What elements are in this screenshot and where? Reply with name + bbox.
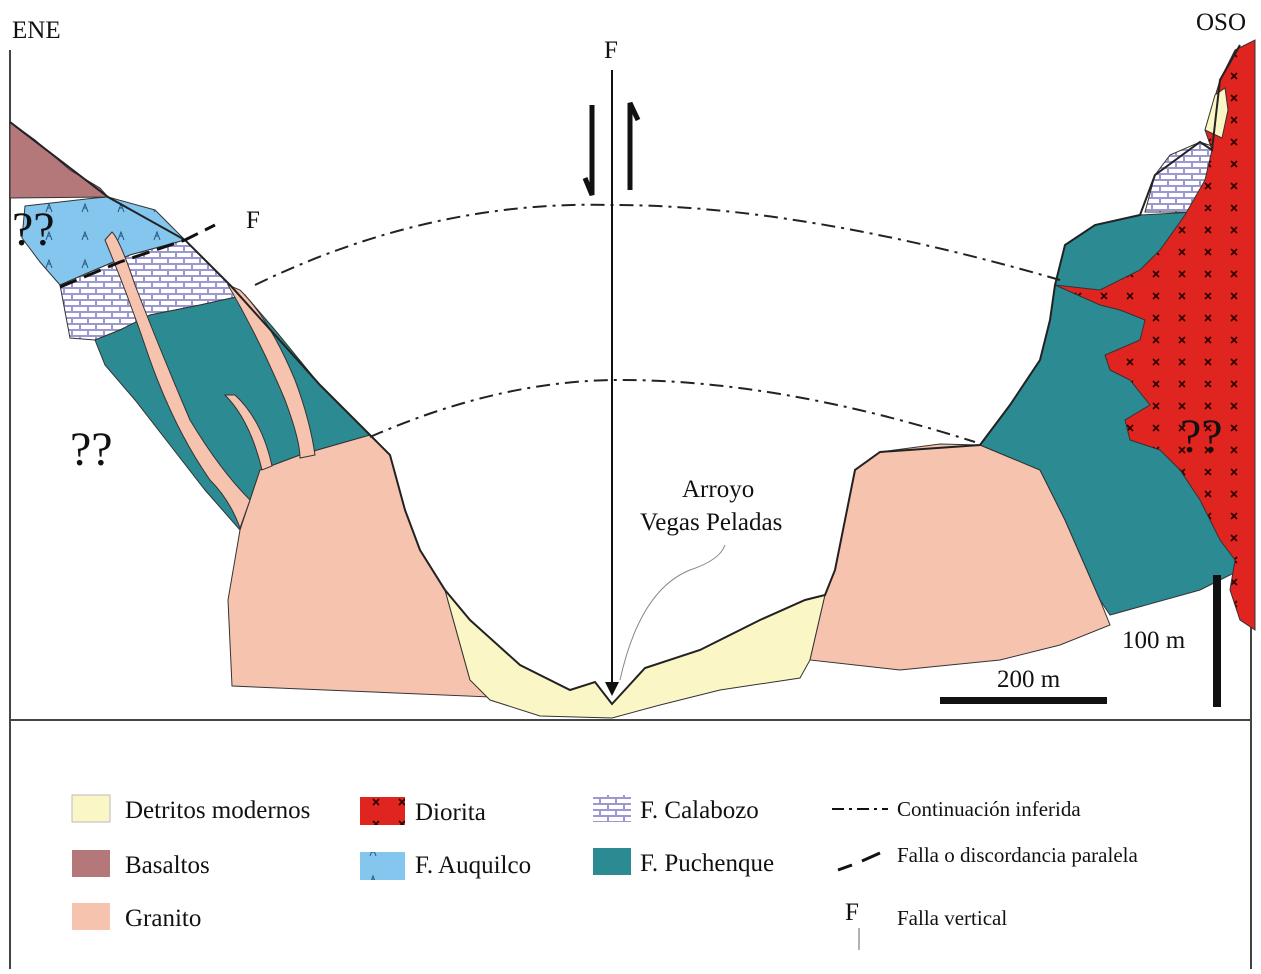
legend-swatch-calabozo bbox=[593, 795, 631, 822]
scale-bar-horizontal bbox=[940, 697, 1107, 704]
question-marks-left-mid: ?? bbox=[70, 423, 113, 476]
stream-label-line1: Arroyo bbox=[682, 476, 754, 503]
fault-arrow-tip bbox=[605, 682, 619, 696]
legend-label-detritos: Detritos modernos bbox=[125, 797, 310, 824]
label-oso: OSO bbox=[1196, 9, 1246, 36]
legend-label-continuacion: Continuación inferida bbox=[897, 797, 1081, 821]
legend-swatch-auquilco bbox=[360, 852, 405, 880]
fault-arrow-up bbox=[630, 103, 638, 190]
legend-label-granito: Granito bbox=[125, 905, 201, 932]
legend-label-falla-vertical: Falla vertical bbox=[897, 906, 1007, 930]
label-ene: ENE bbox=[12, 17, 61, 44]
legend-label-basaltos: Basaltos bbox=[125, 852, 210, 879]
legend-label-diorita: Diorita bbox=[415, 799, 486, 826]
question-marks-right: ?? bbox=[1180, 410, 1223, 463]
granito-unit-left bbox=[228, 435, 490, 697]
legend-symbol-falla-paralela bbox=[838, 853, 880, 870]
legend-label-falla-paralela: Falla o discordancia paralela bbox=[897, 843, 1138, 867]
legend-label-calabozo: F. Calabozo bbox=[640, 797, 759, 824]
stream-label-line2: Vegas Peladas bbox=[640, 509, 782, 536]
question-marks-left-top: ?? bbox=[12, 203, 55, 256]
inferred-continuation-upper bbox=[255, 205, 1060, 285]
scale-label-vertical: 100 m bbox=[1122, 627, 1186, 654]
legend-swatch-diorita bbox=[360, 797, 405, 825]
label-fault-top: F bbox=[604, 37, 618, 64]
detritos-unit bbox=[445, 590, 825, 718]
legend: Detritos modernos Basaltos Granito Diori… bbox=[72, 795, 1138, 950]
legend-swatch-puchenque bbox=[593, 848, 631, 875]
label-fault-left: F bbox=[246, 207, 260, 234]
fault-arrow-down bbox=[585, 105, 592, 195]
scale-bar-vertical bbox=[1213, 575, 1221, 707]
legend-label-auquilco: F. Auquilco bbox=[415, 852, 531, 879]
legend-label-puchenque: F. Puchenque bbox=[640, 850, 774, 877]
legend-swatch-basaltos bbox=[72, 850, 110, 877]
legend-swatch-granito bbox=[72, 903, 110, 930]
inferred-continuation-lower bbox=[370, 380, 975, 442]
legend-swatch-detritos bbox=[72, 795, 110, 822]
legend-symbol-falla-vertical-f: F bbox=[845, 899, 859, 926]
scale-label-horizontal: 200 m bbox=[997, 666, 1061, 693]
